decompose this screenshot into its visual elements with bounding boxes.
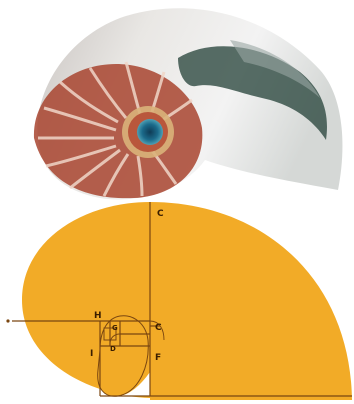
label-g: G [112, 324, 118, 332]
label-d: D [110, 345, 116, 353]
spiral-fill-shape [22, 202, 352, 400]
label-i: I [90, 349, 93, 359]
label-c-center: C [155, 323, 162, 333]
golden-spiral-diagram: C C F H I G D [6, 202, 352, 400]
label-f: F [155, 353, 161, 363]
shell-eye [137, 119, 163, 145]
nautilus-shell-image [34, 8, 343, 199]
label-h: H [94, 311, 102, 321]
label-c-top: C [157, 209, 164, 219]
spiral-pointer-dot [6, 319, 9, 322]
